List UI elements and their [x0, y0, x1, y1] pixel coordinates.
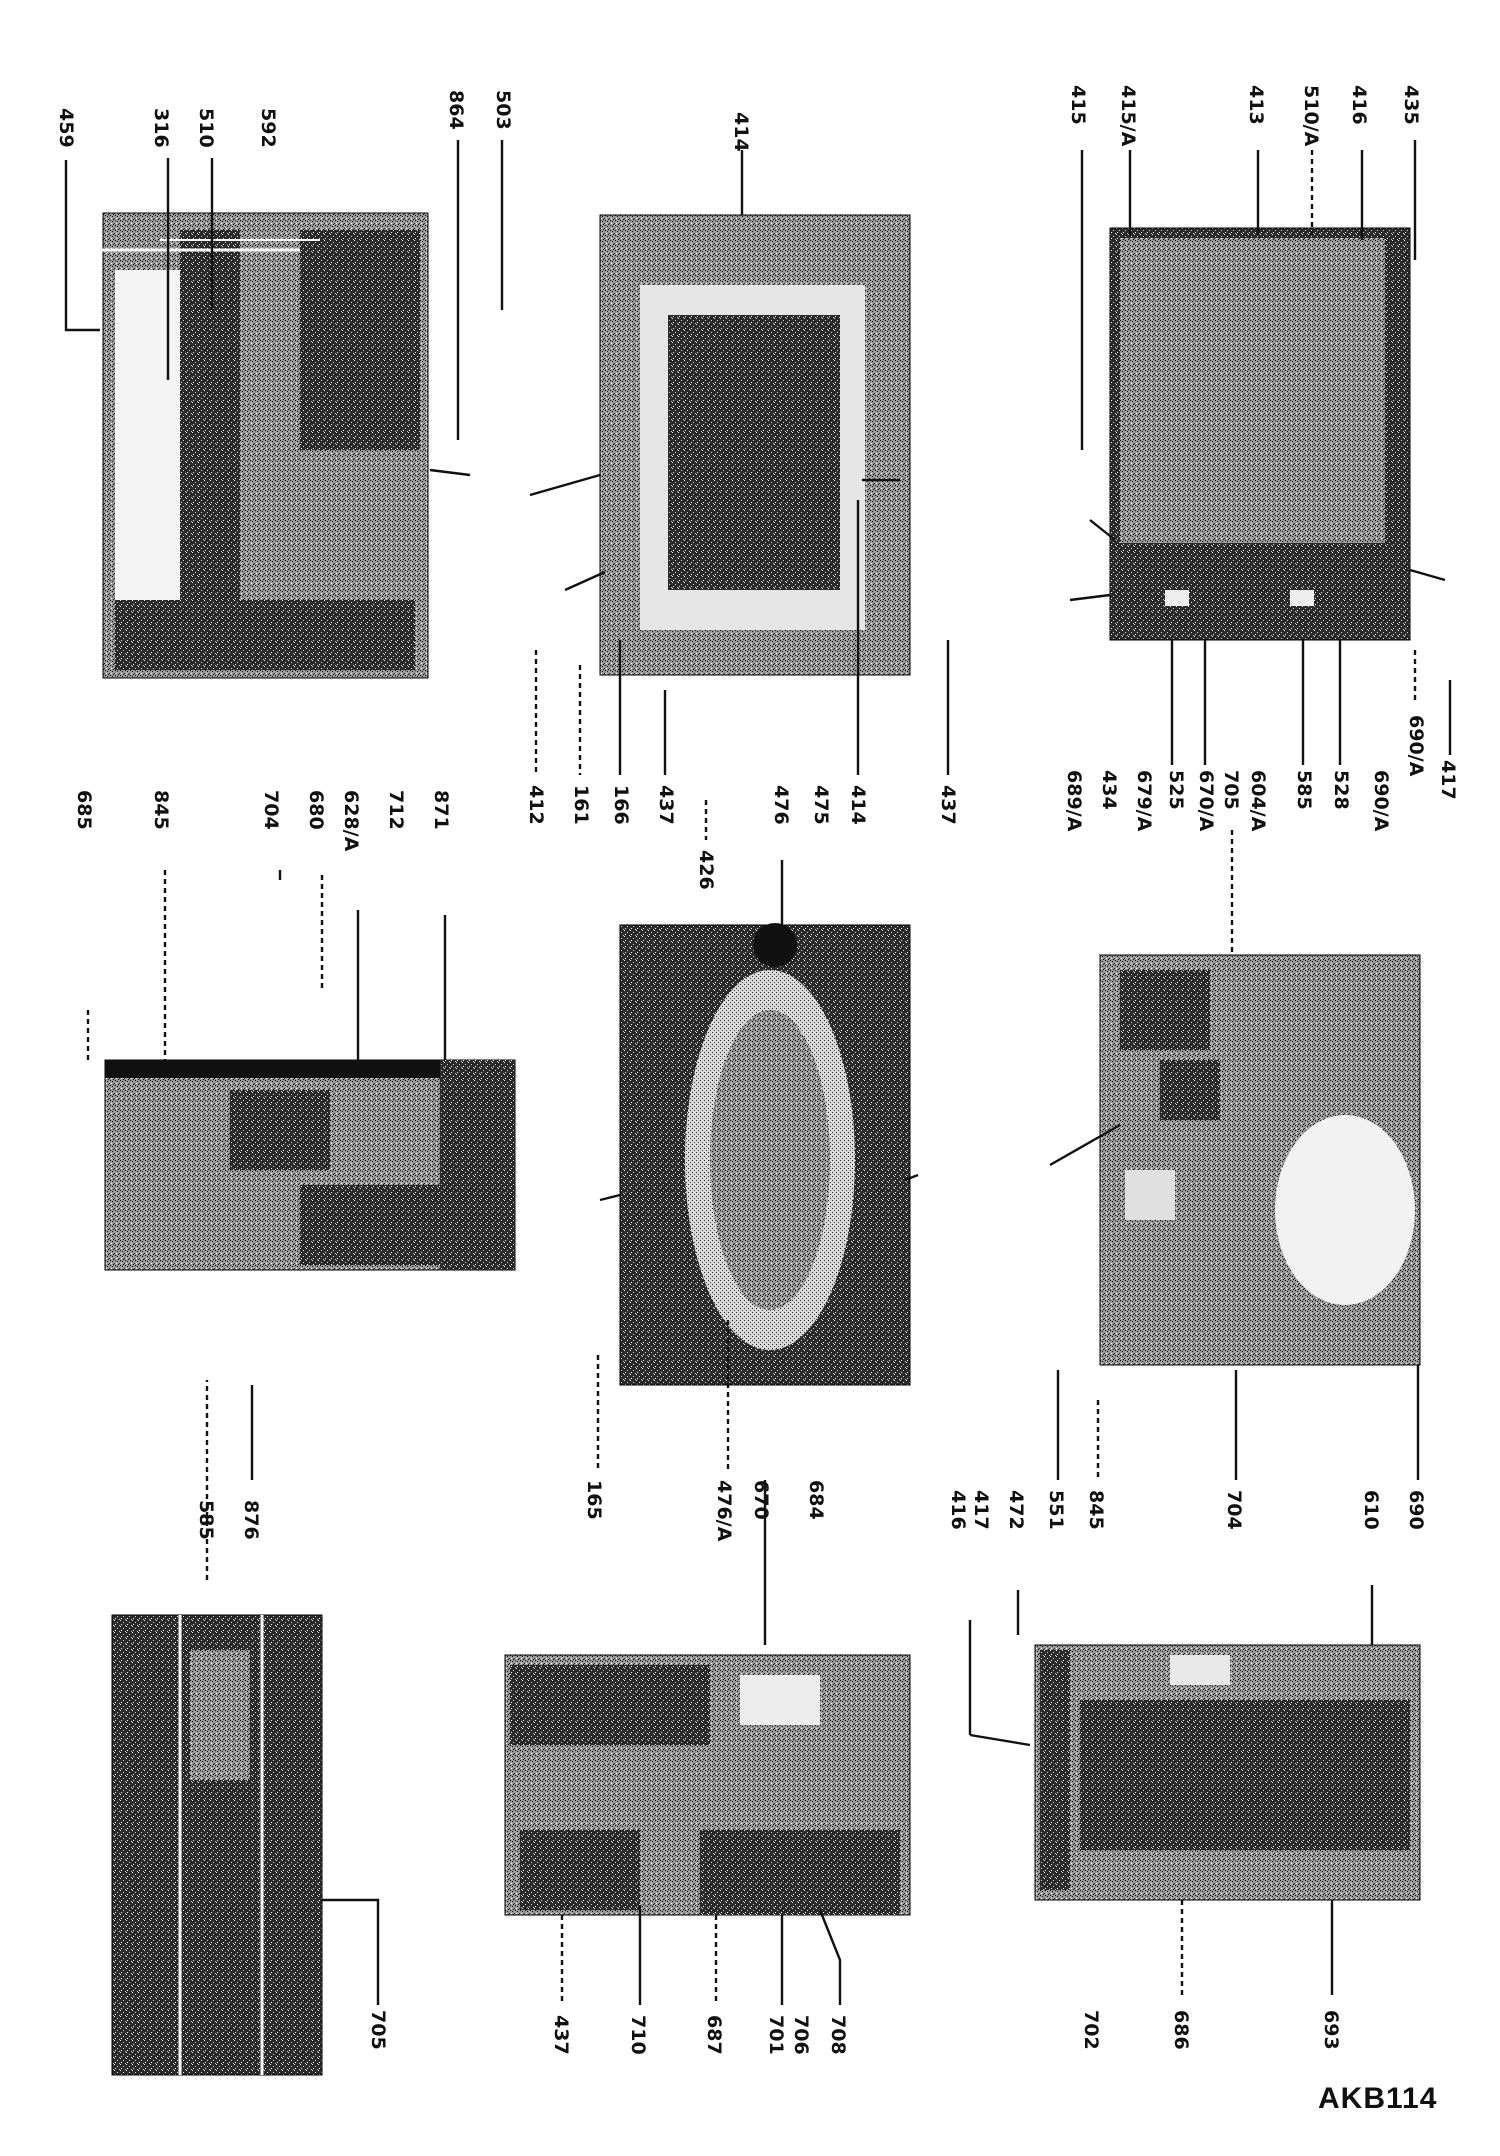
callouts-panel-4: 412 161 166 437 426 476 475 414 437	[525, 500, 959, 975]
part-label: 610	[1360, 1490, 1382, 1530]
callouts-panel-2: 414	[529, 112, 900, 592]
part-label: 684	[805, 1480, 827, 1520]
part-label: 685	[73, 790, 95, 830]
photo-panel-7	[619, 923, 911, 1386]
part-label: 416	[1348, 85, 1370, 125]
part-label: 459	[55, 108, 77, 148]
part-label: 690/A	[1370, 770, 1392, 832]
part-label: 476	[770, 785, 792, 825]
part-label: 510	[195, 108, 217, 148]
part-label: 592	[257, 108, 279, 148]
part-label: 693	[1320, 2010, 1342, 2050]
part-label: 476/A	[713, 1480, 735, 1542]
part-label: 690	[1405, 1490, 1427, 1530]
part-label: 426	[695, 850, 717, 890]
part-label: 604/A	[1247, 770, 1269, 832]
part-label: 708	[827, 2015, 849, 2055]
part-label: 528	[1330, 770, 1352, 810]
part-label: 701	[765, 2015, 787, 2055]
part-label: 413	[1245, 85, 1267, 125]
part-label: 628/A	[340, 790, 362, 852]
part-label: 704	[1223, 1490, 1245, 1530]
callouts-panel-6: 685 845 704 680 628/A 712 871	[73, 790, 452, 1060]
callouts-panel-3: 415 415/A 413 510/A 416 435	[1067, 85, 1446, 602]
part-label: 705	[1220, 770, 1242, 810]
part-label: 705	[367, 2010, 389, 2050]
part-label: 687	[703, 2015, 725, 2055]
part-label: 525	[1165, 770, 1187, 810]
part-label: 680	[305, 790, 327, 830]
part-label: 712	[385, 790, 407, 830]
photo-panel-11	[504, 1654, 911, 1916]
part-label: 503	[492, 90, 514, 130]
part-label: 417	[970, 1490, 992, 1530]
photo-panel-10	[111, 1614, 323, 2076]
part-label: 415	[1067, 85, 1089, 125]
part-label: 161	[570, 785, 592, 825]
photo-panel-3	[1109, 227, 1411, 641]
part-label: 704	[260, 790, 282, 830]
part-label: 437	[550, 2015, 572, 2055]
part-label: 434	[1098, 770, 1120, 810]
part-label: 690/A	[1405, 715, 1427, 777]
photo-panel-6	[104, 1059, 516, 1271]
part-label: 435	[1400, 85, 1422, 125]
part-label: 845	[150, 790, 172, 830]
part-label: 585	[1293, 770, 1315, 810]
part-label: 414	[847, 785, 869, 825]
part-label: 414	[730, 112, 752, 152]
part-label: 702	[1080, 2010, 1102, 2050]
part-label: 415/A	[1117, 85, 1139, 147]
document-code: AKB114	[1318, 2082, 1438, 2115]
photo-panel-12	[1034, 1644, 1421, 1901]
part-label: 472	[1005, 1490, 1027, 1530]
part-label: 166	[610, 785, 632, 825]
part-label: 585	[195, 1500, 217, 1540]
part-label: 316	[150, 108, 172, 148]
part-label: 510/A	[1300, 85, 1322, 147]
part-label: 845	[1085, 1490, 1107, 1530]
part-label: 876	[240, 1500, 262, 1540]
callouts-panel-9: 416 417 472 551 845 704 610 690	[947, 1365, 1427, 1650]
photo-panel-2	[599, 214, 911, 676]
callouts-panel-11: 437 710 687 701 706 708	[550, 1905, 849, 2055]
part-label: 670/A	[1195, 770, 1217, 832]
callouts-panel-12: 702 686 693	[968, 1620, 1342, 2050]
part-label: 710	[627, 2015, 649, 2055]
part-label: 670	[750, 1480, 772, 1520]
part-label: 412	[525, 785, 547, 825]
part-label: 689/A	[1063, 770, 1085, 832]
photo-panel-8	[1099, 954, 1421, 1366]
part-label: 437	[655, 785, 677, 825]
part-label: 475	[810, 785, 832, 825]
callouts-panel-7: 165 476/A 670 684	[583, 1173, 919, 1645]
callouts-panel-8: 585 876	[195, 1123, 1121, 1580]
part-label: 416	[947, 1490, 969, 1530]
callouts-panel-1: 459 316 510 592 864 503	[55, 90, 514, 477]
callouts-panel-5: 689/A 434 679/A 525 670/A 705 604/A 585 …	[1063, 640, 1459, 960]
part-label: 437	[937, 785, 959, 825]
part-label: 165	[583, 1480, 605, 1520]
part-label: 551	[1045, 1490, 1067, 1530]
part-label: 686	[1170, 2010, 1192, 2050]
part-label: 679/A	[1133, 770, 1155, 832]
part-label: 706	[790, 2015, 812, 2055]
part-label: 864	[445, 90, 467, 130]
photo-panel-1	[100, 212, 429, 679]
part-label: 871	[430, 790, 452, 830]
part-label: 417	[1437, 760, 1459, 800]
callouts-panel-10: 705	[322, 1898, 389, 2050]
